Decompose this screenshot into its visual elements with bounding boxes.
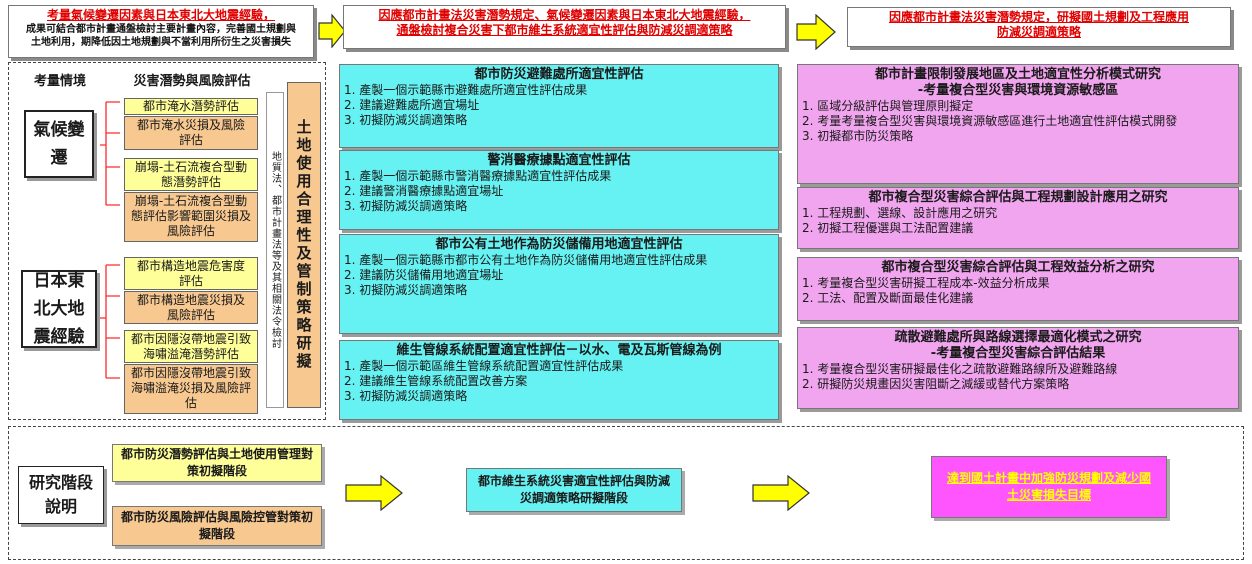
risk-box-flood-loss: 都市淹水災損及風險評估 bbox=[124, 116, 258, 150]
connector-lines bbox=[100, 101, 120, 379]
header-box-goal: 考量氣候變遷因素與日本東北大地震經驗， 成果可結合都市計畫通盤檢討主要計畫內容，… bbox=[8, 5, 314, 58]
risk-box-tsunami-potential: 都市因隱沒帶地震引致海嘯溢淹潛勢評估 bbox=[124, 330, 258, 363]
risk-box-flood-potential: 都市淹水潛勢評估 bbox=[124, 98, 258, 115]
stage-yellow-text: 都市防災潛勢評估與土地使用管理對策初擬階段 bbox=[120, 447, 313, 478]
header-box-national-planning: 因應都市計畫法災害潛勢規定，研擬國土規劃及工程應用 防減災調適策略 bbox=[847, 7, 1231, 47]
column-header-situation: 考量情境 bbox=[33, 74, 86, 89]
right-box-item: 1. 考量複合型災害研擬工程成本-效益分析成果 bbox=[802, 276, 1050, 290]
stage-label-box: 研究階段說明 bbox=[18, 466, 104, 524]
middle-box-police-medical: 警消醫療據點適宜性評估 1. 產製一個示範縣市警消醫療據點適宜性評估成果 2. … bbox=[339, 150, 779, 230]
middle-box-title: 都市防災避難處所適宜性評估 bbox=[474, 67, 644, 82]
middle-box-item: 1. 產製一個示範縣市警消醫療據點適宜性評估成果 bbox=[344, 169, 612, 183]
header-urban-line2: 通盤檢討複合災害下都市維生系統適宜性評估與防減災調適策略 bbox=[396, 23, 733, 37]
stage-tan-text: 都市防災風險評估與風險控管對策初擬階段 bbox=[120, 510, 313, 541]
column-header-risk: 災害潛勢與風險評估 bbox=[133, 74, 251, 89]
right-box-item: 2. 研擬防災規畫因災害阻斷之減緩或替代方案策略 bbox=[802, 377, 1070, 391]
header-goal-title: 考量氣候變遷因素與日本東北大地震經驗， bbox=[46, 8, 275, 22]
right-box-item: 2. 工法、配置及斷面最佳化建議 bbox=[802, 291, 974, 305]
header-urban-line1: 因應都市計畫法災害潛勢規定、氣候變遷因素與日本東北大地震經驗， bbox=[378, 8, 751, 22]
left-panel-frame bbox=[8, 62, 326, 420]
climate-change-label: 氣候變遷 bbox=[24, 110, 94, 178]
risk-box-landslide-loss: 崩塌-土石流複合型動態評估影響範圍災損及風險評估 bbox=[124, 192, 258, 242]
right-box-item: 2. 考量考量複合型災害與環境資源敏感區進行土地適宜性評估模式開發 bbox=[802, 114, 1178, 128]
right-box-subtitle: -考量複合型災害綜合評估結果 bbox=[930, 346, 1106, 361]
middle-box-item: 1. 產製一個示範縣市都市公有土地作為防災儲備用地適宜性評估成果 bbox=[344, 253, 708, 267]
arrow-right-icon bbox=[796, 14, 836, 50]
arrow-right-icon bbox=[752, 475, 810, 511]
header-national-line2: 防減災調適策略 bbox=[996, 25, 1081, 39]
right-box-item: 3. 初擬都市防災策略 bbox=[802, 129, 914, 143]
right-box-item: 1. 區域分級評估與管理原則擬定 bbox=[802, 99, 974, 113]
header-national-line1: 因應都市計畫法災害潛勢規定，研擬國土規劃及工程應用 bbox=[888, 10, 1189, 24]
risk-box-tsunami-loss: 都市因隱沒帶地震引致海嘯溢淹災損及風險評估 bbox=[124, 364, 258, 414]
middle-box-item: 1. 產製一個示範縣市避難處所適宜性評估成果 bbox=[344, 83, 588, 97]
stage-cyan-text: 都市維生系統災害適宜性評估與防減災調適策略研擬階段 bbox=[477, 474, 670, 505]
right-box-subtitle: -考量複合型災害與環境資源敏感區 bbox=[917, 83, 1119, 98]
right-box-item: 1. 工程規劃、選線、設計應用之研究 bbox=[802, 206, 998, 220]
right-box-cost-benefit: 都市複合型災害綜合評估與工程效益分析之研究 1. 考量複合型災害研擬工程成本-效… bbox=[797, 257, 1239, 321]
right-box-title: 都市複合型災害綜合評估與工程效益分析之研究 bbox=[881, 260, 1155, 275]
landuse-policy-box: 土地使用合理性及管制策略研擬 bbox=[287, 82, 321, 408]
right-box-title: 都市計畫限制發展地區及土地適宜性分析模式研究 bbox=[874, 67, 1161, 82]
risk-box-quake-hazard: 都市構造地震危害度評估 bbox=[124, 257, 258, 290]
header-goal-sub2: 土地利用，期降低因土地規劃與不當利用所衍生之災害損失 bbox=[31, 37, 291, 48]
middle-box-title: 都市公有土地作為防災儲備用地適宜性評估 bbox=[435, 237, 683, 252]
middle-box-item: 2. 建議防災儲備用地適宜場址 bbox=[344, 268, 504, 282]
bottom-stage-frame bbox=[8, 426, 1244, 560]
japan-earthquake-label: 日本東北大地震經驗 bbox=[21, 270, 97, 348]
middle-box-item: 3. 初擬防減災調適策略 bbox=[344, 113, 468, 127]
risk-box-landslide-potential: 崩塌-土石流複合型動態潛勢評估 bbox=[124, 158, 258, 191]
middle-box-item: 2. 建議警消醫療據點適宜場址 bbox=[344, 184, 504, 198]
climate-change-text: 氣候變遷 bbox=[33, 120, 85, 168]
header-goal-sub1: 成果可結合都市計畫通盤檢討主要計畫內容，完善國土規劃與 bbox=[26, 24, 296, 35]
middle-box-item: 2. 建議維生管線系統配置改善方案 bbox=[344, 374, 528, 388]
right-box-item: 2. 初擬工程優選與工法配置建議 bbox=[802, 221, 974, 235]
middle-box-item: 3. 初擬防減災調適策略 bbox=[344, 389, 468, 403]
middle-box-item: 1. 產製一個示範區維生管線系統配置適宜性評估成果 bbox=[344, 359, 624, 373]
stage-cyan-legend: 都市維生系統災害適宜性評估與防減災調適策略研擬階段 bbox=[466, 468, 682, 512]
middle-box-item: 2. 建議避難處所適宜場址 bbox=[344, 98, 480, 112]
arrow-right-icon bbox=[318, 14, 346, 48]
middle-box-lifeline-pipes: 維生管線系統配置適宜性評估－以水、電及瓦斯管線為例 1. 產製一個示範區維生管線… bbox=[339, 340, 779, 420]
middle-box-item: 3. 初擬防減災調適策略 bbox=[344, 199, 468, 213]
stage-pink-text: 達到國土計畫中加強防災規劃及減少國土災害損失目標 bbox=[946, 471, 1151, 502]
arrow-right-icon bbox=[345, 475, 403, 511]
right-box-item: 1. 考量複合型災害研擬最佳化之疏散避難路線所及避難路線 bbox=[802, 362, 1118, 376]
middle-box-title: 警消醫療據點適宜性評估 bbox=[487, 153, 631, 168]
middle-box-evacuation-sites: 都市防災避難處所適宜性評估 1. 產製一個示範縣市避難處所適宜性評估成果 2. … bbox=[339, 64, 779, 148]
right-box-title: 都市複合型災害綜合評估與工程規劃設計應用之研究 bbox=[868, 190, 1168, 205]
right-box-evacuation-routes: 疏散避難處所與路線選擇最適化模式之研究 -考量複合型災害綜合評估結果 1. 考量… bbox=[797, 327, 1239, 409]
stage-tan-legend: 都市防災風險評估與風險控管對策初擬階段 bbox=[112, 506, 322, 546]
header-box-urban-lifeline: 因應都市計畫法災害潛勢規定、氣候變遷因素與日本東北大地震經驗， 通盤檢討複合災害… bbox=[343, 5, 786, 49]
japan-earthquake-text: 日本東北大地震經驗 bbox=[33, 271, 85, 347]
stage-label-text: 研究階段說明 bbox=[29, 473, 94, 516]
right-box-land-suitability: 都市計畫限制發展地區及土地適宜性分析模式研究 -考量複合型災害與環境資源敏感區 … bbox=[797, 64, 1239, 184]
stage-yellow-legend: 都市防災潛勢評估與土地使用管理對策初擬階段 bbox=[112, 444, 322, 482]
middle-box-item: 3. 初擬防減災調適策略 bbox=[344, 283, 468, 297]
right-box-title: 疏散避難處所與路線選擇最適化模式之研究 bbox=[894, 330, 1142, 345]
law-review-text: 地質法、都市計畫法等及其相關法令檢討 bbox=[266, 92, 284, 408]
risk-box-quake-loss: 都市構造地震災損及風險評估 bbox=[124, 291, 258, 324]
stage-pink-legend: 達到國土計畫中加強防災規劃及減少國土災害損失目標 bbox=[931, 456, 1167, 518]
right-box-engineering-design: 都市複合型災害綜合評估與工程規劃設計應用之研究 1. 工程規劃、選線、設計應用之… bbox=[797, 187, 1239, 249]
middle-box-public-land: 都市公有土地作為防災儲備用地適宜性評估 1. 產製一個示範縣市都市公有土地作為防… bbox=[339, 234, 779, 334]
middle-box-title: 維生管線系統配置適宜性評估－以水、電及瓦斯管線為例 bbox=[396, 343, 722, 358]
